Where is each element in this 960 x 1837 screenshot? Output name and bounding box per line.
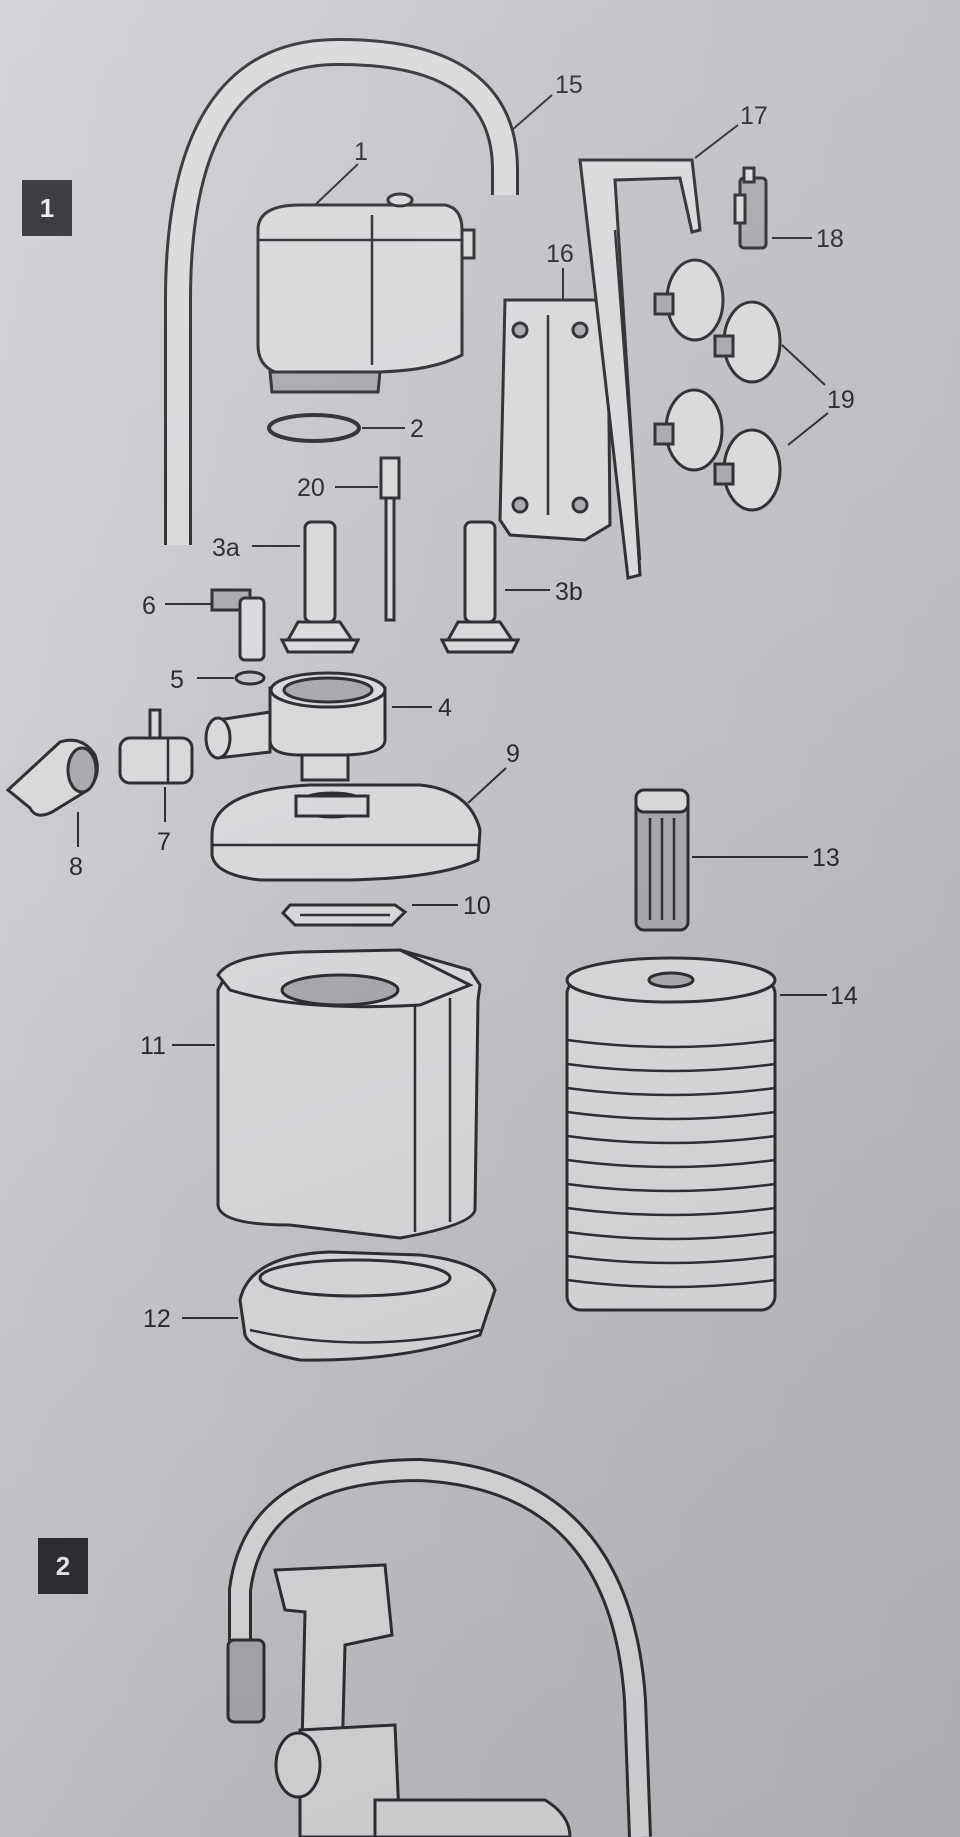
part-15-hose xyxy=(164,37,519,545)
part-14-sponge xyxy=(565,956,777,1312)
label-10: 10 xyxy=(463,892,491,920)
part-9-lid xyxy=(210,783,482,882)
part-20-shaft xyxy=(379,456,401,622)
part-5-small-ring xyxy=(234,670,266,686)
part-13-filter-tube xyxy=(634,788,690,932)
section-2-assembled-view xyxy=(226,1457,652,1837)
label-15: 15 xyxy=(555,71,583,99)
section-2-badge: 2 xyxy=(38,1538,88,1594)
label-8: 8 xyxy=(69,853,83,881)
label-1: 1 xyxy=(354,138,368,166)
label-14: 14 xyxy=(830,982,858,1010)
label-9: 9 xyxy=(506,740,520,768)
label-16: 16 xyxy=(546,240,574,268)
part-8-spray-nozzle xyxy=(5,738,99,817)
label-3b: 3b xyxy=(555,578,583,606)
part-4-pump-housing xyxy=(204,671,387,782)
sponge-ridge xyxy=(566,1254,776,1265)
part-11-filter-container xyxy=(216,948,482,1240)
label-18: 18 xyxy=(816,225,844,253)
part-6-elbow xyxy=(210,588,266,662)
sponge-ridge xyxy=(566,1110,776,1121)
label-11: 11 xyxy=(140,1032,166,1060)
sponge-ridge xyxy=(566,1230,776,1241)
part-10-grid-disc xyxy=(280,903,408,927)
label-6: 6 xyxy=(142,592,156,620)
label-4: 4 xyxy=(438,694,452,722)
sponge-ridge xyxy=(566,1278,776,1289)
label-20: 20 xyxy=(297,474,325,502)
label-13: 13 xyxy=(812,844,840,872)
label-7: 7 xyxy=(157,828,171,856)
part-3a-impeller xyxy=(279,520,361,654)
sponge-ridge xyxy=(566,1062,776,1073)
part-7-connector xyxy=(118,708,194,785)
leader-lines xyxy=(77,94,829,1319)
sponge-ridge xyxy=(566,1038,776,1049)
label-2: 2 xyxy=(410,415,424,443)
part-labels: 1 2 3a 3b 4 5 6 7 8 9 10 11 12 13 14 15 … xyxy=(69,71,858,1333)
part-19-suction-cups xyxy=(653,258,782,512)
part-18-clip xyxy=(733,166,768,250)
part-1-motor-head xyxy=(256,192,476,394)
sponge-ridge xyxy=(566,1158,776,1169)
label-16-17: 17 xyxy=(740,102,768,130)
sponge-ridge xyxy=(566,1182,776,1193)
label-19: 19 xyxy=(827,386,855,414)
part-17-hanger xyxy=(578,158,702,580)
part-2-o-ring xyxy=(267,413,361,443)
part-12-base xyxy=(238,1250,497,1362)
sponge-ridge xyxy=(566,1134,776,1145)
part-16-mounting-plate xyxy=(498,298,612,542)
label-5: 5 xyxy=(170,666,184,694)
label-3a: 3a xyxy=(212,534,240,562)
section-1-badge: 1 xyxy=(22,180,72,236)
label-12: 12 xyxy=(143,1305,171,1333)
sponge-ridge xyxy=(566,1086,776,1097)
part-3b-impeller xyxy=(439,520,521,654)
sponge-ridge xyxy=(566,1206,776,1217)
